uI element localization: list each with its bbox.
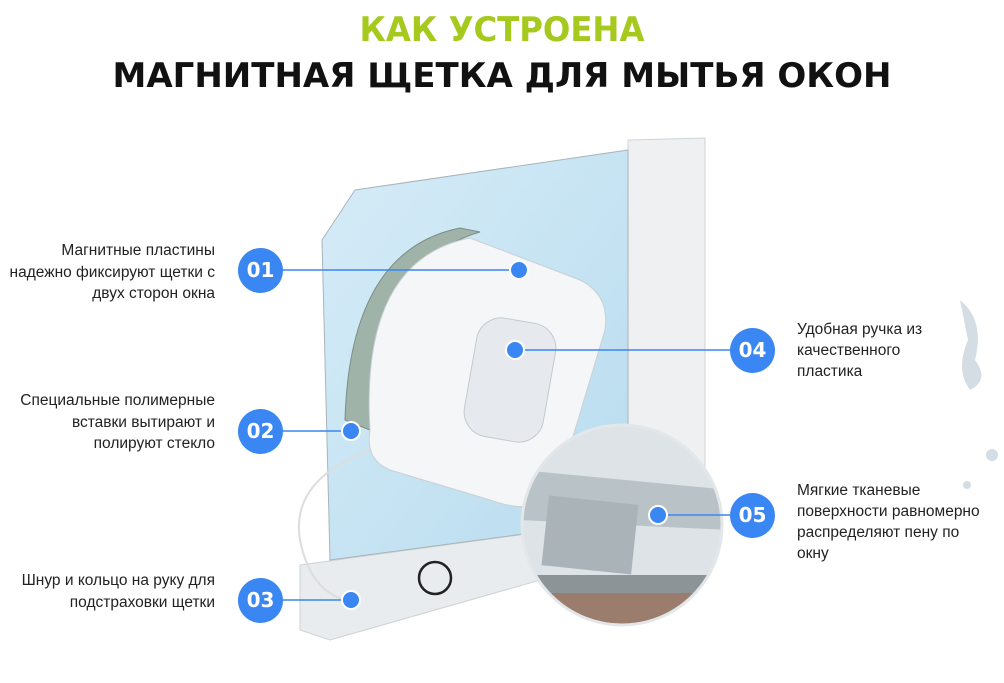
- badge-02: 02: [238, 409, 283, 454]
- water-splash: [960, 300, 982, 390]
- cord: [297, 449, 371, 601]
- feature-text-01: Магнитные пластины надежно фиксируют щет…: [9, 242, 215, 302]
- page-title: МАГНИТНАЯ ЩЕТКА ДЛЯ МЫТЬЯ ОКОН: [112, 56, 892, 96]
- feature-text-04: Удобная ручка из качественного пластика: [797, 321, 923, 380]
- subtitle: КАК УСТРОЕНА: [359, 10, 645, 50]
- badge-01: 01: [238, 248, 283, 293]
- badge-04: 04: [730, 328, 775, 373]
- brush-handle: [463, 317, 557, 443]
- feature-text-02: Специальные полимерные вставки вытирают …: [20, 392, 215, 452]
- feature-text-05: Мягкие тканевые поверхности равномерно р…: [797, 482, 980, 562]
- connector-lines: [283, 269, 730, 601]
- badge-05: 05: [730, 493, 775, 538]
- connector-dots: [341, 260, 668, 610]
- feature-text-03: Шнур и кольцо на руку для подстраховки щ…: [21, 572, 215, 611]
- badge-03: 03: [238, 578, 283, 623]
- wrist-ring: [417, 560, 453, 596]
